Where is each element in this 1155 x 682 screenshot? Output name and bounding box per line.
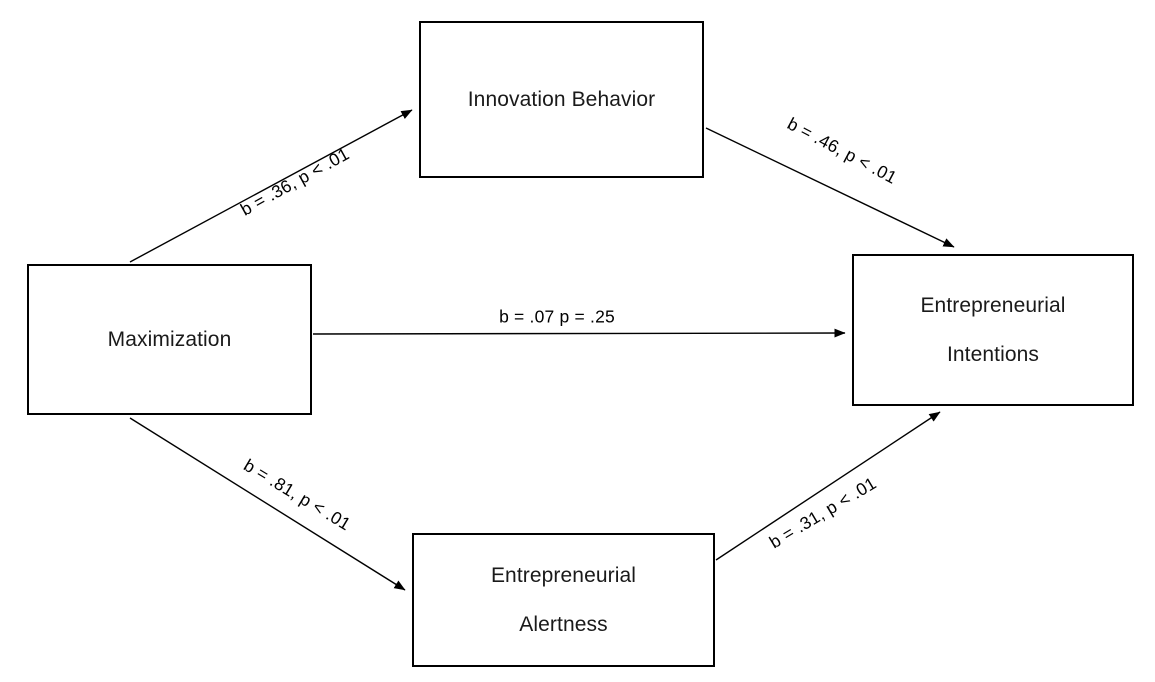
path-label-max-to-intentions-direct: b = .07 p = .25 xyxy=(499,306,615,327)
node-entrepreneurial-intentions-label-line2: Intentions xyxy=(946,343,1040,366)
arrow-max-to-intentions-direct xyxy=(312,328,846,338)
arrow-max-to-innovation xyxy=(129,109,413,263)
arrow-innovation-to-intentions xyxy=(705,127,955,248)
arrow-alertness-to-intentions xyxy=(715,411,941,561)
node-maximization-label: Maximization xyxy=(107,328,232,351)
node-entrepreneurial-intentions[interactable]: Entrepreneurial Intentions xyxy=(852,254,1134,406)
node-maximization[interactable]: Maximization xyxy=(27,264,312,415)
node-entrepreneurial-alertness-label-line1: Entrepreneurial xyxy=(490,564,637,587)
node-innovation-behavior-label: Innovation Behavior xyxy=(467,88,656,111)
node-entrepreneurial-alertness-label-line2: Alertness xyxy=(519,613,608,636)
node-entrepreneurial-intentions-label-line1: Entrepreneurial xyxy=(920,294,1066,317)
node-entrepreneurial-alertness[interactable]: Entrepreneurial Alertness xyxy=(412,533,715,667)
arrow-max-to-alertness xyxy=(129,417,406,591)
node-innovation-behavior[interactable]: Innovation Behavior xyxy=(419,21,704,178)
